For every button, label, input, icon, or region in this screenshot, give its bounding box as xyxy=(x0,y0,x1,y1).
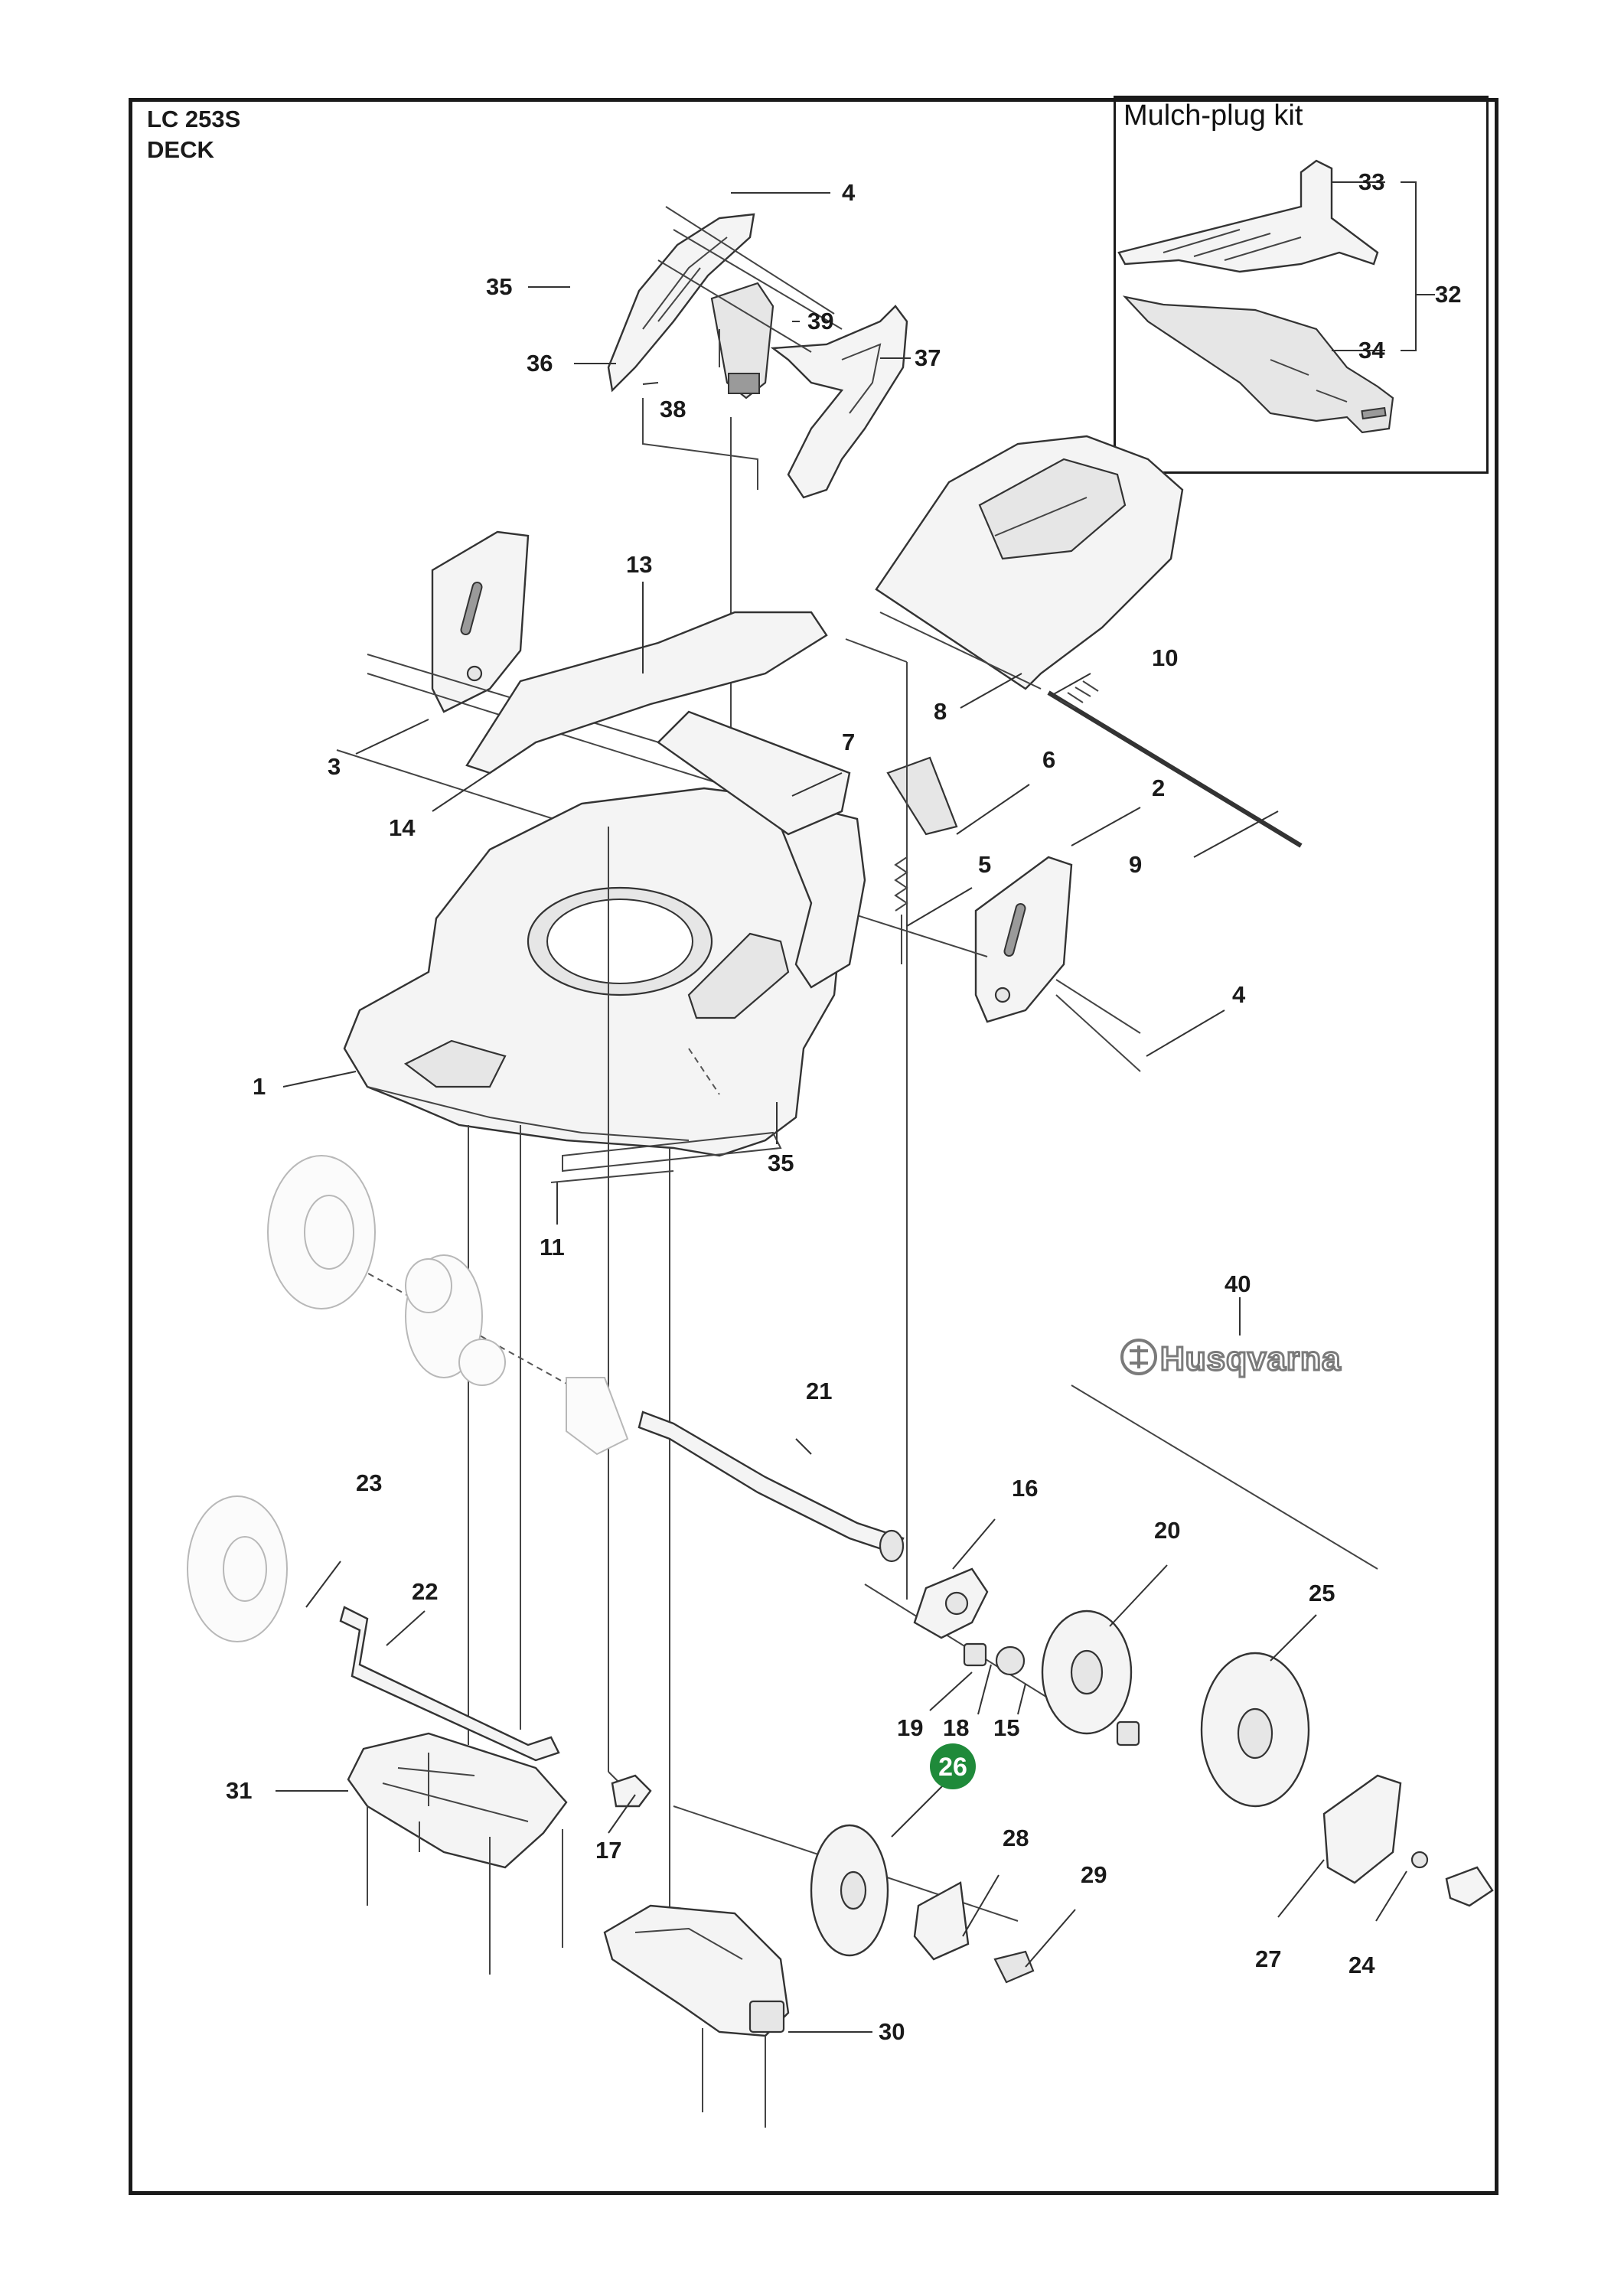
callout-29: 29 xyxy=(1081,1861,1107,1888)
callout-39: 39 xyxy=(807,308,833,334)
callout-30: 30 xyxy=(879,2018,905,2045)
model-title: LC 253S xyxy=(147,106,241,132)
callout-38: 38 xyxy=(660,396,686,422)
callout-15: 15 xyxy=(993,1714,1019,1741)
callout-31: 31 xyxy=(226,1777,252,1804)
callout-21: 21 xyxy=(806,1378,832,1404)
callout-4-right: 4 xyxy=(1232,981,1246,1008)
callout-20: 20 xyxy=(1154,1517,1180,1544)
callout-34: 34 xyxy=(1358,337,1385,364)
callout-23: 23 xyxy=(356,1469,382,1496)
callout-35-deck: 35 xyxy=(768,1150,794,1176)
main-deck-shell xyxy=(343,710,866,1183)
husqvarna-logo: Husqvarna xyxy=(1120,1339,1342,1379)
callout-36: 36 xyxy=(527,350,553,377)
callout-labels: 4 35 39 36 37 38 33 32 34 13 10 8 7 6 3 … xyxy=(226,168,1461,2045)
callout-3: 3 xyxy=(328,753,341,780)
callout-6: 6 xyxy=(1042,746,1055,773)
rear-flap-rod xyxy=(886,680,1303,964)
callout-13: 13 xyxy=(626,551,652,578)
callout-27: 27 xyxy=(1255,1945,1281,1972)
diagram-frame xyxy=(129,98,1498,2195)
callout-leaders xyxy=(276,192,1407,2033)
ghosted-wheel-group xyxy=(187,1155,629,1642)
callout-4-top: 4 xyxy=(842,179,856,206)
callout-5: 5 xyxy=(978,851,991,878)
inset-title: Mulch-plug kit xyxy=(1123,99,1303,132)
callout-22: 22 xyxy=(412,1578,438,1605)
callout-32: 32 xyxy=(1435,281,1461,308)
skid-plates xyxy=(347,1732,790,2128)
callout-35-top: 35 xyxy=(486,273,512,300)
callout-10: 10 xyxy=(1152,644,1178,671)
mulch-plug-kit-inset xyxy=(1114,96,1489,474)
callout-19: 19 xyxy=(897,1714,923,1741)
callout-18: 18 xyxy=(943,1714,969,1741)
mulch-plug-drawing xyxy=(1117,159,1435,434)
height-adjuster-plates xyxy=(336,530,1141,1072)
handle-assembly xyxy=(607,206,908,853)
section-title: DECK xyxy=(147,136,214,163)
callout-11: 11 xyxy=(540,1234,565,1261)
highlight-badge xyxy=(930,1743,976,1789)
callout-16: 16 xyxy=(1012,1475,1038,1502)
callout-17: 17 xyxy=(595,1837,621,1864)
title-block: LC 253S DECK xyxy=(147,104,240,165)
callout-7: 7 xyxy=(842,729,855,755)
axles xyxy=(339,1411,905,1762)
callout-40: 40 xyxy=(1225,1270,1251,1297)
callout-37: 37 xyxy=(915,344,941,371)
callout-9: 9 xyxy=(1129,851,1142,878)
grass-bag-cover xyxy=(875,435,1184,690)
callout-8: 8 xyxy=(934,698,947,725)
callout-25: 25 xyxy=(1309,1580,1335,1606)
assembly-guide-lines xyxy=(321,638,1378,1990)
callout-24: 24 xyxy=(1348,1952,1375,1978)
callout-33: 33 xyxy=(1358,168,1384,195)
callout-28: 28 xyxy=(1003,1825,1029,1851)
callout-1: 1 xyxy=(253,1073,266,1100)
callout-14: 14 xyxy=(389,814,416,841)
callout-26: 26 xyxy=(938,1753,967,1782)
callout-2: 2 xyxy=(1152,775,1165,801)
wheel-assemblies xyxy=(611,1567,1494,1984)
brand-wordmark: Husqvarna xyxy=(1160,1340,1341,1378)
